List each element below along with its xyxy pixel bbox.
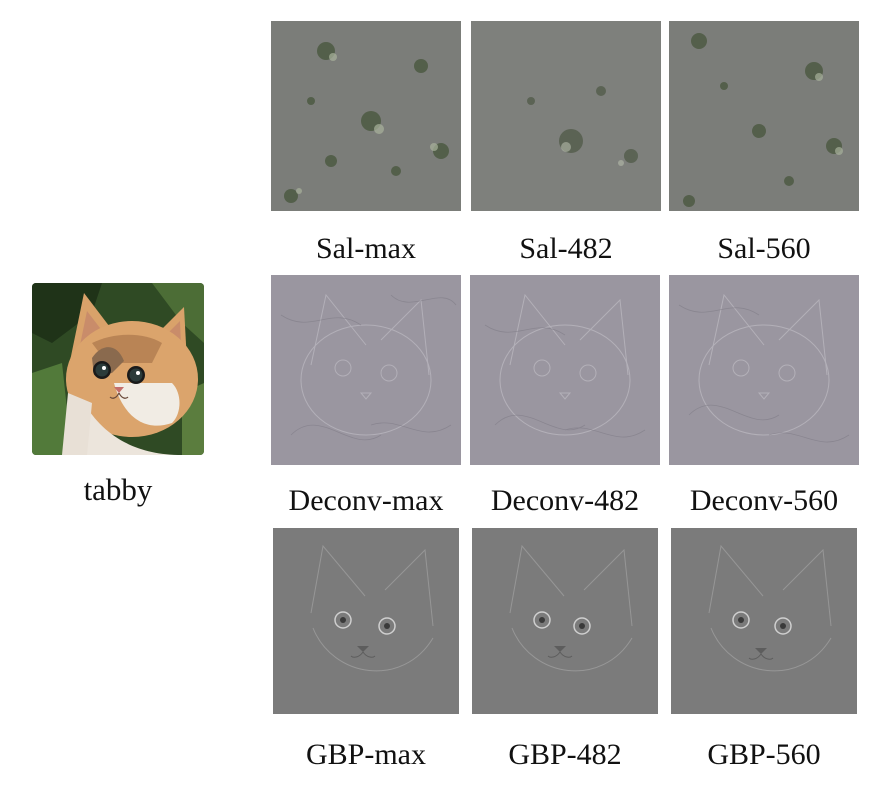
gbp-map-max — [273, 528, 463, 718]
label-saliency-max: Sal-max — [316, 232, 416, 265]
deconv-map-482 — [470, 275, 660, 465]
saliency-map-560 — [669, 21, 859, 211]
label-deconv-482: Deconv-482 — [490, 484, 640, 517]
label-saliency-560: Sal-560 — [717, 232, 811, 265]
label-deconv-560: Deconv-560 — [689, 484, 839, 517]
label-deconv-max: Deconv-max — [288, 484, 444, 517]
saliency-map-482 — [471, 21, 661, 211]
deconv-map-560 — [669, 275, 859, 465]
input-label: tabby — [83, 472, 153, 507]
label-gbp-560: GBP-560 — [707, 738, 821, 771]
label-saliency-482: Sal-482 — [519, 232, 613, 265]
label-gbp-482: GBP-482 — [508, 738, 622, 771]
cat-photo — [32, 283, 204, 455]
gbp-map-482 — [472, 528, 662, 718]
deconv-map-max — [271, 275, 461, 465]
gbp-map-560 — [671, 528, 861, 718]
label-gbp-max: GBP-max — [306, 738, 426, 771]
saliency-map-max — [271, 21, 461, 211]
input-image-tabby — [32, 283, 204, 455]
